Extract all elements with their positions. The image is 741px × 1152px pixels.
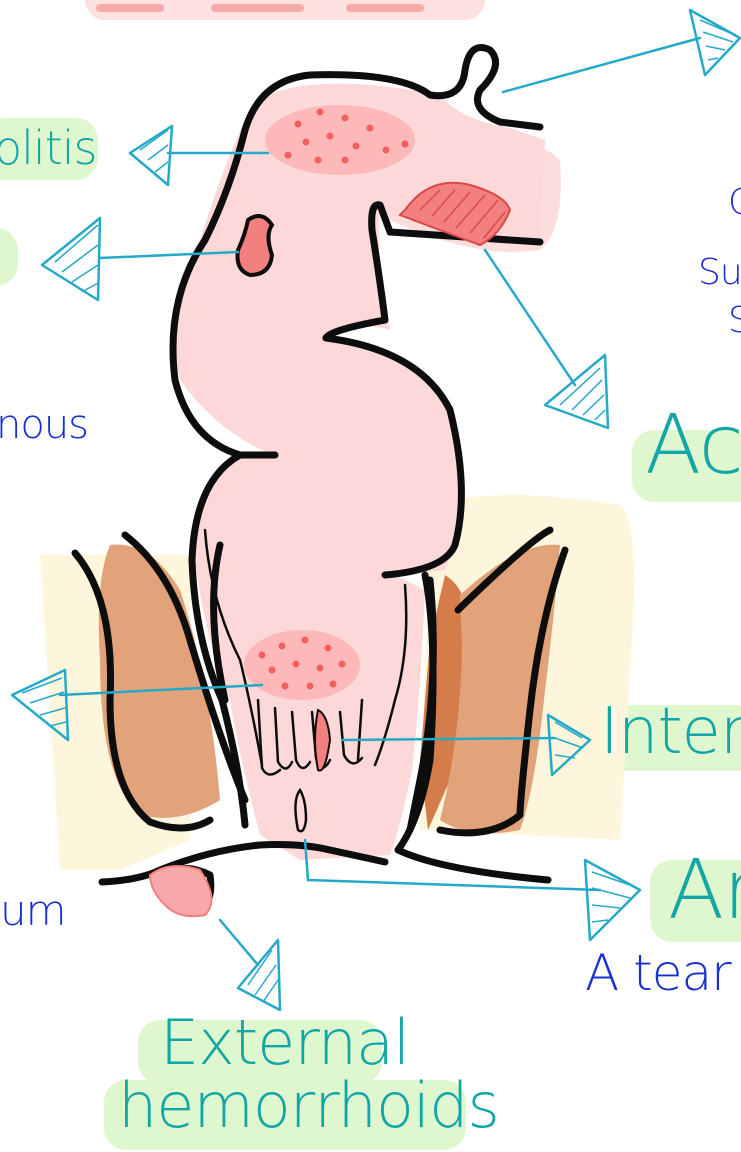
label-right-small-1: C xyxy=(728,185,741,221)
label-external-line1: External xyxy=(160,1012,409,1074)
label-right-small-2: Su xyxy=(698,255,741,291)
label-left-mid: nous xyxy=(0,405,88,445)
colitis-patch xyxy=(265,105,415,175)
label-internal: Inter xyxy=(600,700,741,764)
label-external-line2: hemorrhoids xyxy=(118,1075,499,1137)
label-right-upper: Ac xyxy=(645,405,741,487)
external-hemorrhoid xyxy=(150,866,211,916)
label-left-bottom: um xyxy=(0,890,66,932)
label-colitis: olitis xyxy=(0,125,97,171)
label-anal: Ar xyxy=(668,850,741,932)
label-right-small-3: S xyxy=(728,303,741,339)
title-remnant xyxy=(85,0,485,20)
label-tear: A tear xyxy=(585,948,731,998)
